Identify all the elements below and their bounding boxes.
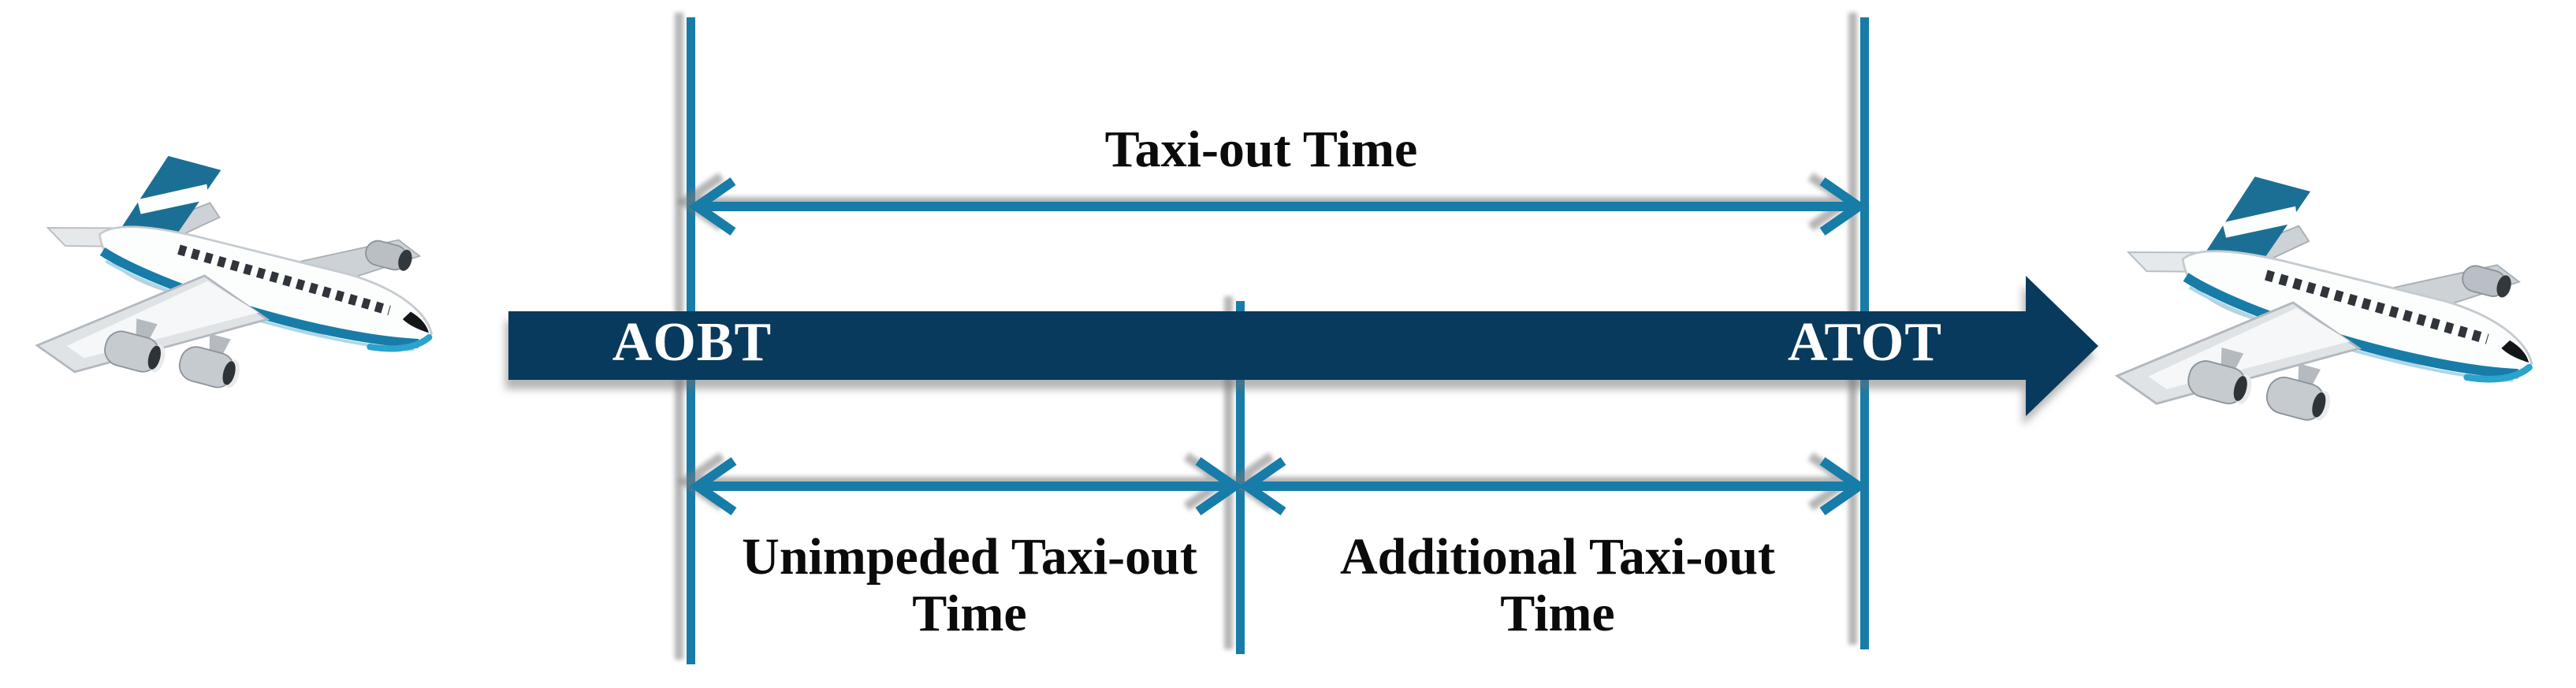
taxi-out-time-label: Taxi-out Time [1104, 121, 1418, 178]
arrowhead-left-icon [1238, 457, 1286, 515]
timeline-arrowhead-icon [2026, 276, 2098, 416]
unimpeded-taxi-out-label: Unimpeded Taxi-out Time [742, 529, 1197, 642]
additional-taxi-out-label: Additional Taxi-out Time [1340, 529, 1775, 642]
arrowhead-left-icon [688, 177, 736, 236]
additional-taxi-out-label-line2: Time [1500, 585, 1615, 642]
additional-taxi-out-arrow [1238, 457, 1867, 515]
taxi-out-time-arrow [688, 177, 1867, 236]
unimpeded-taxi-out-arrow [689, 457, 1243, 515]
airplane-icon [14, 151, 483, 460]
arrowhead-right-icon [1195, 457, 1243, 515]
unimpeded-taxi-out-label-line1: Unimpeded Taxi-out [742, 528, 1197, 586]
additional-taxi-out-label-line1: Additional Taxi-out [1339, 528, 1776, 586]
unimpeded-taxi-out-label-line2: Time [912, 585, 1027, 642]
arrowhead-right-icon [1819, 457, 1867, 515]
arrowhead-left-icon [689, 457, 737, 515]
timeline-arrow-band [508, 311, 2026, 380]
arrowhead-right-icon [1819, 177, 1867, 236]
aobt-marker-label: AOBT [612, 311, 772, 373]
airplane-icon [2103, 172, 2576, 496]
atot-marker-label: ATOT [1788, 311, 1942, 373]
